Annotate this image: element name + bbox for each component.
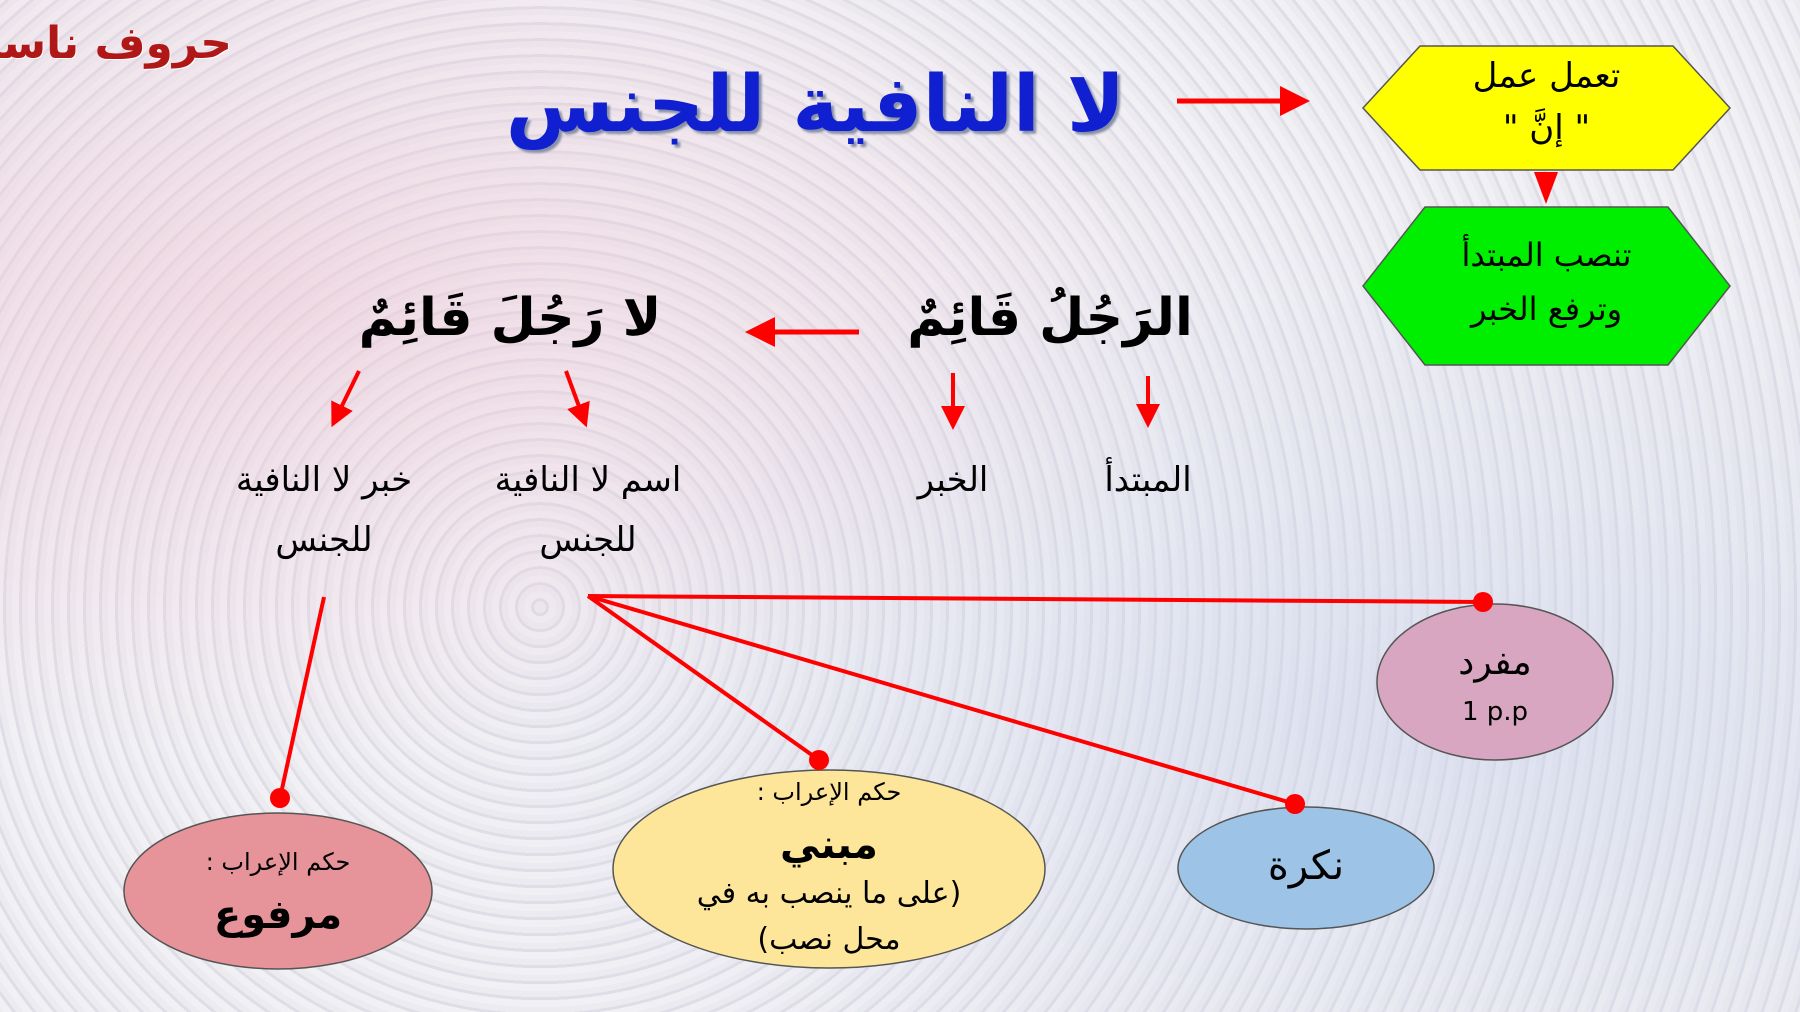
label-ism-la-line2: للجنس bbox=[539, 520, 637, 560]
ellipse-nakira bbox=[1177, 806, 1435, 930]
connector-dots bbox=[270, 592, 1493, 814]
ellipse-marfu bbox=[123, 812, 433, 970]
mabni-line2: محل نصب) bbox=[757, 922, 901, 957]
marfu-caption: حكم الإعراب : bbox=[205, 848, 351, 876]
yellow-box-line1: تعمل عمل bbox=[1472, 56, 1621, 96]
label-ism-la-line1: اسم لا النافية bbox=[494, 460, 682, 500]
green-box-line2: وترفع الخبر bbox=[1470, 290, 1623, 328]
mabni-caption: حكم الإعراب : bbox=[756, 778, 902, 806]
label-khabar: الخبر bbox=[917, 460, 989, 500]
yellow-box-line2: " إنَّ " bbox=[1502, 108, 1591, 148]
mabni-line1: (على ما ينصب به في bbox=[696, 876, 962, 911]
yellow-hexagon bbox=[1361, 45, 1732, 171]
label-khabar-la-line1: خبر لا النافية bbox=[235, 460, 413, 500]
down-triangle-icon bbox=[1534, 172, 1558, 204]
mufrad-sub: 1 p.p bbox=[1461, 697, 1529, 727]
green-hexagon bbox=[1362, 206, 1731, 366]
label-mubtada: المبتدأ bbox=[1104, 460, 1192, 500]
mufrad-title: مفرد bbox=[1458, 642, 1532, 683]
label-khabar-la-line2: للجنس bbox=[275, 520, 373, 560]
nakira-title: نكرة bbox=[1267, 843, 1345, 889]
ellipse-mufrad bbox=[1376, 603, 1614, 761]
mabni-title: مبني bbox=[780, 822, 878, 868]
sentence-with-la: لا رَجُلَ قَائِمٌ bbox=[358, 288, 662, 348]
arrow-khabar-la bbox=[331, 370, 361, 428]
marfu-title: مرفوع bbox=[213, 892, 343, 938]
main-title: لا النافية للجنس bbox=[505, 60, 1125, 150]
connector-lines bbox=[278, 594, 1484, 806]
green-box-line1: تنصب المبتدأ bbox=[1461, 236, 1632, 274]
sentence-original: الرَجُلُ قَائِمٌ bbox=[907, 288, 1193, 348]
corner-title: حروف ناسخة bbox=[0, 18, 232, 69]
ellipse-mabni bbox=[612, 769, 1046, 969]
arrow-ism-la bbox=[564, 370, 590, 428]
